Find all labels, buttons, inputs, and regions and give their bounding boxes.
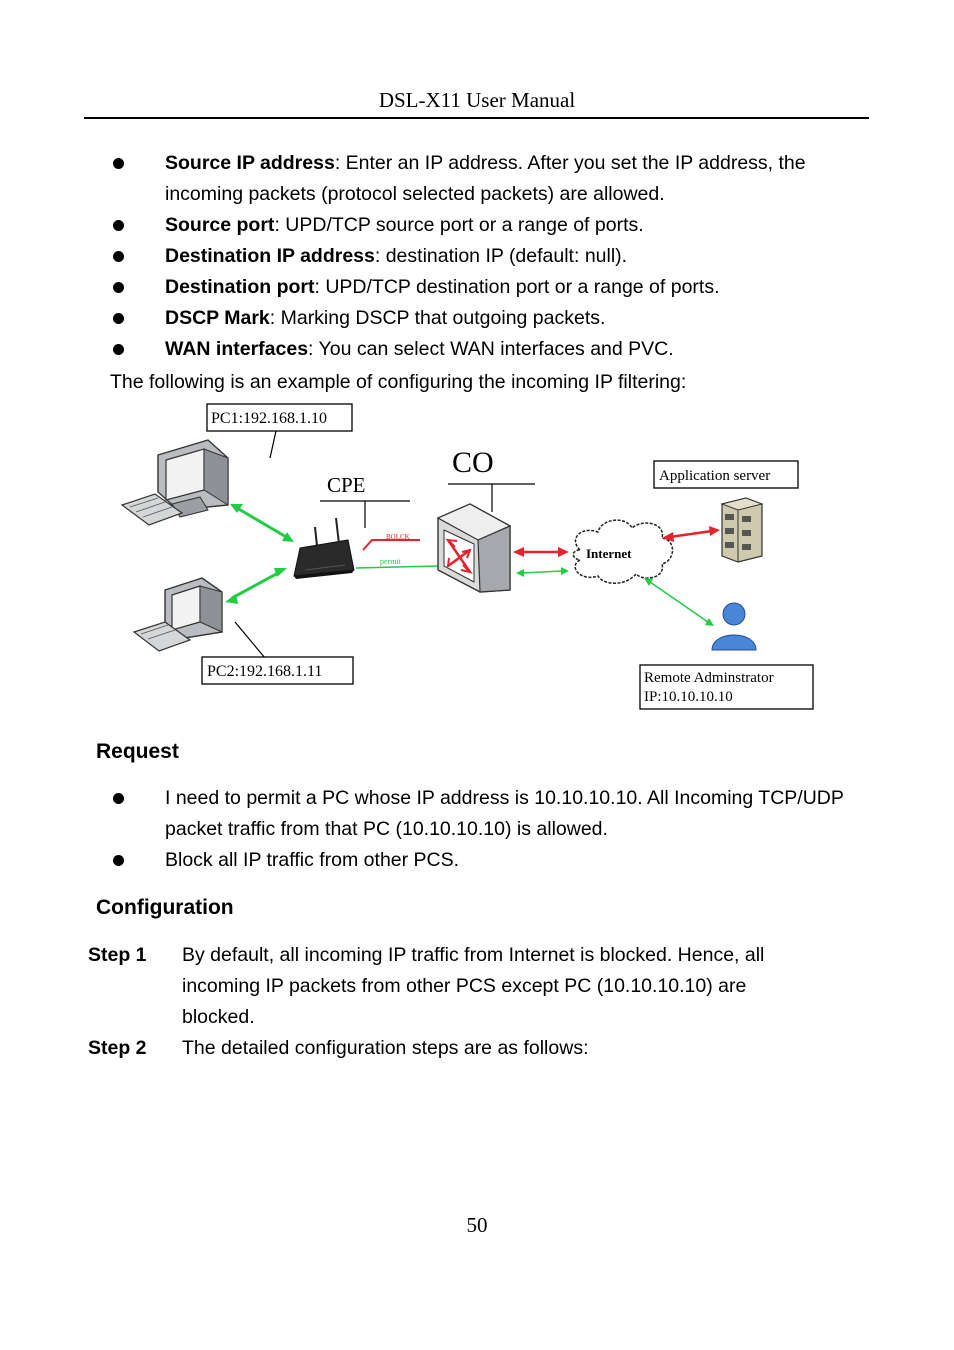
app-server-label: Application server xyxy=(659,468,770,484)
header-rule xyxy=(84,117,869,119)
intro-paragraph: The following is an example of configuri… xyxy=(110,371,687,393)
step-label: Step 1 xyxy=(88,944,147,966)
permit-line xyxy=(355,565,439,569)
permit-link xyxy=(225,568,287,604)
block-link xyxy=(513,547,569,557)
list-item: Destination port: UPD/TCP destination po… xyxy=(0,272,865,303)
permit-link xyxy=(230,504,294,542)
bullet-icon xyxy=(113,220,124,231)
permit-label: permit xyxy=(380,557,402,566)
list-item: Destination IP address: destination IP (… xyxy=(0,241,865,272)
description: : destination IP (default: null). xyxy=(374,245,628,267)
server-icon xyxy=(720,497,764,563)
request-heading: Request xyxy=(96,740,179,763)
page-header: DSL-X11 User Manual xyxy=(378,88,576,112)
network-diagram: PC1:192.168.1.10 PC2:192.168.1.11 xyxy=(110,400,830,715)
step-text: By default, all incoming IP traffic from… xyxy=(182,944,765,1028)
description: : UPD/TCP source port or a range of port… xyxy=(274,214,644,236)
pc1-label: PC1:192.168.1.10 xyxy=(211,410,327,427)
bullet-icon xyxy=(113,313,124,324)
cpe-router-icon xyxy=(293,517,355,579)
step-label: Step 2 xyxy=(88,1037,147,1059)
internet-label: Internet xyxy=(586,546,632,561)
co-switch-icon xyxy=(436,503,512,593)
bullet-icon xyxy=(113,282,124,293)
remote-admin-name: Remote Adminstrator xyxy=(644,670,774,686)
permit-link xyxy=(516,567,569,577)
pc2-label-box xyxy=(201,656,354,685)
bullet-icon xyxy=(113,793,124,804)
co-label: CO xyxy=(452,446,494,479)
request-text: Block all IP traffic from other PCS. xyxy=(165,849,460,871)
step-1: Step 1 By default, all incoming IP traff… xyxy=(88,940,848,1033)
remote-admin-ip: IP:10.10.10.10 xyxy=(644,689,733,705)
list-item: Source IP address: Enter an IP address. … xyxy=(0,148,865,210)
step-2: Step 2 The detailed configuration steps … xyxy=(88,1033,848,1064)
term: Destination port xyxy=(165,276,315,298)
pc2-label: PC2:192.168.1.11 xyxy=(207,663,322,680)
internet-cloud-icon xyxy=(572,519,674,584)
bullet-icon xyxy=(113,855,124,866)
page-number: 50 xyxy=(466,1213,488,1237)
list-item: I need to permit a PC whose IP address i… xyxy=(0,783,865,845)
pc1-computer-icon xyxy=(120,439,229,526)
step-text: The detailed configuration steps are as … xyxy=(182,1037,589,1059)
description: : Marking DSCP that outgoing packets. xyxy=(269,307,606,329)
app-server-label-box xyxy=(653,460,799,489)
field-description-list: Source IP address: Enter an IP address. … xyxy=(0,148,954,365)
term: WAN interfaces xyxy=(165,338,309,360)
bullet-icon xyxy=(113,158,124,169)
term: Destination IP address xyxy=(165,245,375,267)
request-text: I need to permit a PC whose IP address i… xyxy=(165,787,844,840)
pc1-label-box xyxy=(206,403,353,432)
description: : UPD/TCP destination port or a range of… xyxy=(314,276,720,298)
block-label: BOLCK xyxy=(386,533,410,541)
term: Source IP address xyxy=(165,152,335,174)
block-link xyxy=(662,526,720,542)
user-icon xyxy=(711,602,757,651)
pc2-computer-icon xyxy=(132,577,223,652)
description: : You can select WAN interfaces and PVC. xyxy=(308,338,674,360)
configuration-heading: Configuration xyxy=(96,896,234,919)
list-item: DSCP Mark: Marking DSCP that outgoing pa… xyxy=(0,303,865,334)
remote-admin-label-box xyxy=(639,664,814,710)
list-item: WAN interfaces: You can select WAN inter… xyxy=(0,334,865,365)
request-list: I need to permit a PC whose IP address i… xyxy=(0,783,954,876)
list-item: Source port: UPD/TCP source port or a ra… xyxy=(0,210,865,241)
bullet-icon xyxy=(113,344,124,355)
term: DSCP Mark xyxy=(165,307,270,329)
cpe-label: CPE xyxy=(327,473,366,497)
bullet-icon xyxy=(113,251,124,262)
permit-link xyxy=(644,578,714,626)
description: : Enter an IP address. After you set the… xyxy=(165,152,806,205)
list-item: Block all IP traffic from other PCS. xyxy=(0,845,865,876)
block-arrow xyxy=(362,539,420,551)
term: Source port xyxy=(165,214,275,236)
